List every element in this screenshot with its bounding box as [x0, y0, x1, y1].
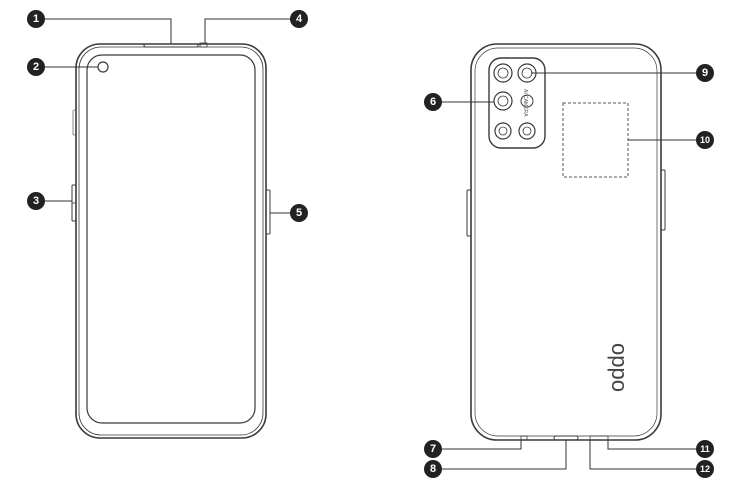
callout-7: 7	[424, 440, 442, 458]
callout-label: 2	[33, 61, 39, 73]
top-mic	[199, 42, 208, 48]
bottom-right-port	[589, 435, 609, 441]
left-side-slot	[72, 109, 77, 136]
camera-lens-1	[493, 63, 513, 83]
callout-label: 7	[430, 443, 436, 455]
front-inner-frame	[78, 46, 264, 436]
callout-2: 2	[27, 58, 45, 76]
power-button	[265, 189, 271, 235]
callout-label: 8	[430, 463, 436, 475]
phone-front-view	[71, 42, 271, 439]
camera-lens-3	[493, 91, 513, 111]
callout-label: 4	[296, 13, 303, 25]
bottom-left-port	[520, 435, 528, 441]
callout-label: 5	[296, 207, 302, 219]
camera-module	[488, 57, 546, 149]
callout-label: 10	[700, 135, 710, 145]
camera-lens-4	[494, 122, 512, 140]
phone-back-view: AI CAMERA oppo	[466, 43, 666, 441]
callout-4: 4	[290, 10, 308, 28]
callout-label: 6	[430, 96, 436, 108]
callout-5: 5	[290, 204, 308, 222]
callout-11: 11	[696, 440, 714, 458]
back-right-button	[660, 169, 666, 231]
callout-10: 10	[696, 131, 714, 149]
callout-8: 8	[424, 460, 442, 478]
callout-9: 9	[696, 64, 714, 82]
earpiece	[143, 43, 199, 48]
ai-camera-text: AI CAMERA	[522, 89, 528, 117]
flash-lens	[520, 94, 534, 108]
back-left-buttons	[466, 189, 472, 237]
front-outer-frame	[75, 43, 267, 439]
front-camera	[97, 61, 109, 73]
callout-label: 1	[33, 13, 39, 25]
camera-lens-5	[518, 122, 536, 140]
front-screen	[86, 54, 256, 424]
callout-label: 9	[702, 67, 708, 79]
leader-lines	[44, 18, 697, 470]
callout-label: 12	[700, 464, 710, 474]
callout-1: 1	[27, 10, 45, 28]
callout-12: 12	[696, 460, 714, 478]
callout-label: 11	[700, 444, 710, 454]
callout-6: 6	[424, 93, 442, 111]
oppo-logo: oppo	[607, 343, 632, 392]
callout-3: 3	[27, 192, 45, 210]
nfc-area	[562, 102, 629, 178]
callout-label: 3	[33, 195, 39, 207]
